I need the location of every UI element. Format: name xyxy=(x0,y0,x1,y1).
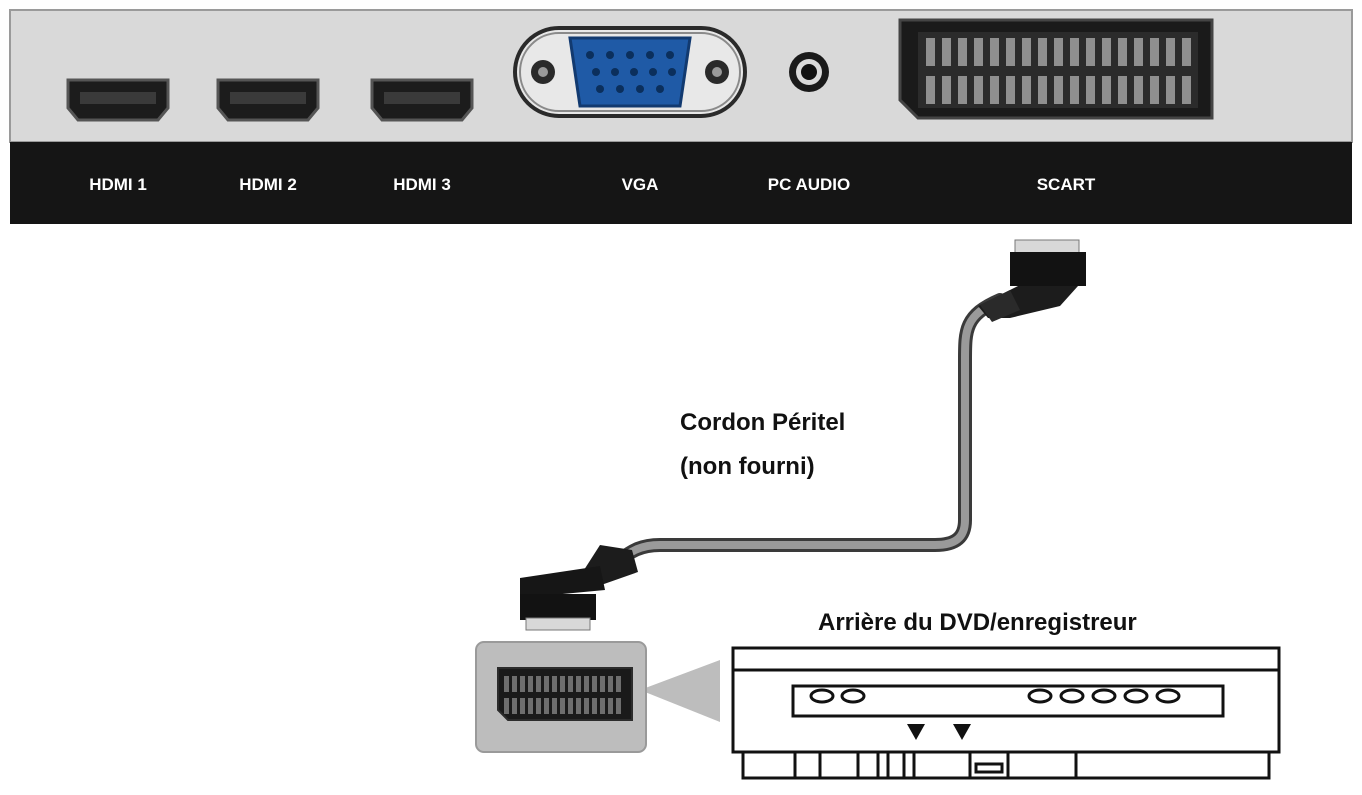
hdmi-port-2[interactable] xyxy=(216,78,320,122)
scart-pin xyxy=(504,676,509,692)
scart-pin xyxy=(958,76,967,104)
scart-pin xyxy=(1134,38,1143,66)
scart-pin xyxy=(1054,76,1063,104)
hdmi-port-1[interactable] xyxy=(66,78,170,122)
scart-pin xyxy=(1006,76,1015,104)
scart-pin xyxy=(1070,76,1079,104)
vga-port[interactable] xyxy=(513,26,747,118)
scart-pin xyxy=(536,698,541,714)
scart-pin xyxy=(990,76,999,104)
arrow-down-icon xyxy=(907,724,925,740)
scart-pin xyxy=(568,698,573,714)
scart-pin xyxy=(528,676,533,692)
scart-cable xyxy=(520,239,1086,631)
scart-pin xyxy=(1182,38,1191,66)
scart-pin xyxy=(1086,76,1095,104)
scart-pin xyxy=(926,76,935,104)
scart-pin xyxy=(552,698,557,714)
dvd-scart-socket-zoom xyxy=(475,641,720,753)
scart-pin xyxy=(974,38,983,66)
pc-audio-jack[interactable] xyxy=(789,52,829,92)
scart-pin xyxy=(974,76,983,104)
scart-pin xyxy=(616,676,621,692)
scart-pin xyxy=(544,676,549,692)
scart-pin xyxy=(528,698,533,714)
scart-pin xyxy=(1134,76,1143,104)
scart-pin xyxy=(1182,76,1191,104)
scart-pin xyxy=(600,698,605,714)
scart-pin xyxy=(592,698,597,714)
scart-pin xyxy=(1054,38,1063,66)
scart-pin xyxy=(592,676,597,692)
scart-pin xyxy=(544,698,549,714)
scart-pin xyxy=(1102,76,1111,104)
scart-pin xyxy=(576,698,581,714)
scart-pin xyxy=(504,698,509,714)
scart-plug-bottom xyxy=(520,545,638,631)
scart-pin xyxy=(1150,38,1159,66)
cable-caption-line1: Cordon Péritel xyxy=(680,409,845,436)
arrow-down-icon xyxy=(953,724,971,740)
scart-pin xyxy=(552,676,557,692)
scart-pin xyxy=(942,38,951,66)
scart-pin xyxy=(1086,38,1095,66)
pc-audio-label: PC AUDIO xyxy=(768,175,851,194)
scart-pin xyxy=(990,38,999,66)
scart-pin xyxy=(584,698,589,714)
scart-pin xyxy=(1070,38,1079,66)
scart-pin xyxy=(600,676,605,692)
scart-pin xyxy=(1118,76,1127,104)
scart-pin xyxy=(1022,76,1031,104)
scart-pin xyxy=(1166,38,1175,66)
scart-pin xyxy=(616,698,621,714)
scart-pin xyxy=(520,698,525,714)
hdmi1-label: HDMI 1 xyxy=(89,175,147,194)
scart-pin xyxy=(1022,38,1031,66)
scart-port[interactable] xyxy=(898,18,1214,120)
scart-pin xyxy=(520,676,525,692)
scart-pin xyxy=(1006,38,1015,66)
vga-label: VGA xyxy=(622,175,659,194)
tv-back-panel: HDMI 1 HDMI 2 HDMI 3 VGA PC AUDIO SCART xyxy=(9,9,1353,224)
scart-pin xyxy=(1166,76,1175,104)
scart-pin xyxy=(1150,76,1159,104)
scart-pin xyxy=(1038,76,1047,104)
scart-pin xyxy=(608,676,613,692)
scart-pin xyxy=(1102,38,1111,66)
scart-pin xyxy=(1118,38,1127,66)
panel-label-strip xyxy=(10,142,1352,224)
scart-pin xyxy=(608,698,613,714)
dvd-rear-sockets xyxy=(809,688,1181,704)
hdmi-port-3[interactable] xyxy=(370,78,474,122)
scart-pin xyxy=(942,76,951,104)
scart-pin xyxy=(1038,38,1047,66)
hdmi2-label: HDMI 2 xyxy=(239,175,297,194)
dvd-caption: Arrière du DVD/enregistreur xyxy=(818,609,1137,636)
scart-label: SCART xyxy=(1037,175,1096,194)
cable-caption-line2: (non fourni) xyxy=(680,453,815,480)
hdmi3-label: HDMI 3 xyxy=(393,175,451,194)
dvd-recorder-rear xyxy=(731,646,1281,780)
scart-pin xyxy=(560,676,565,692)
scart-pin xyxy=(584,676,589,692)
scart-pin xyxy=(560,698,565,714)
scart-pin xyxy=(926,38,935,66)
scart-plug-top xyxy=(978,239,1086,322)
scart-pin xyxy=(576,676,581,692)
scart-pin xyxy=(568,676,573,692)
scart-pin xyxy=(512,676,517,692)
scart-pin xyxy=(958,38,967,66)
scart-pin xyxy=(536,676,541,692)
scart-pin xyxy=(512,698,517,714)
